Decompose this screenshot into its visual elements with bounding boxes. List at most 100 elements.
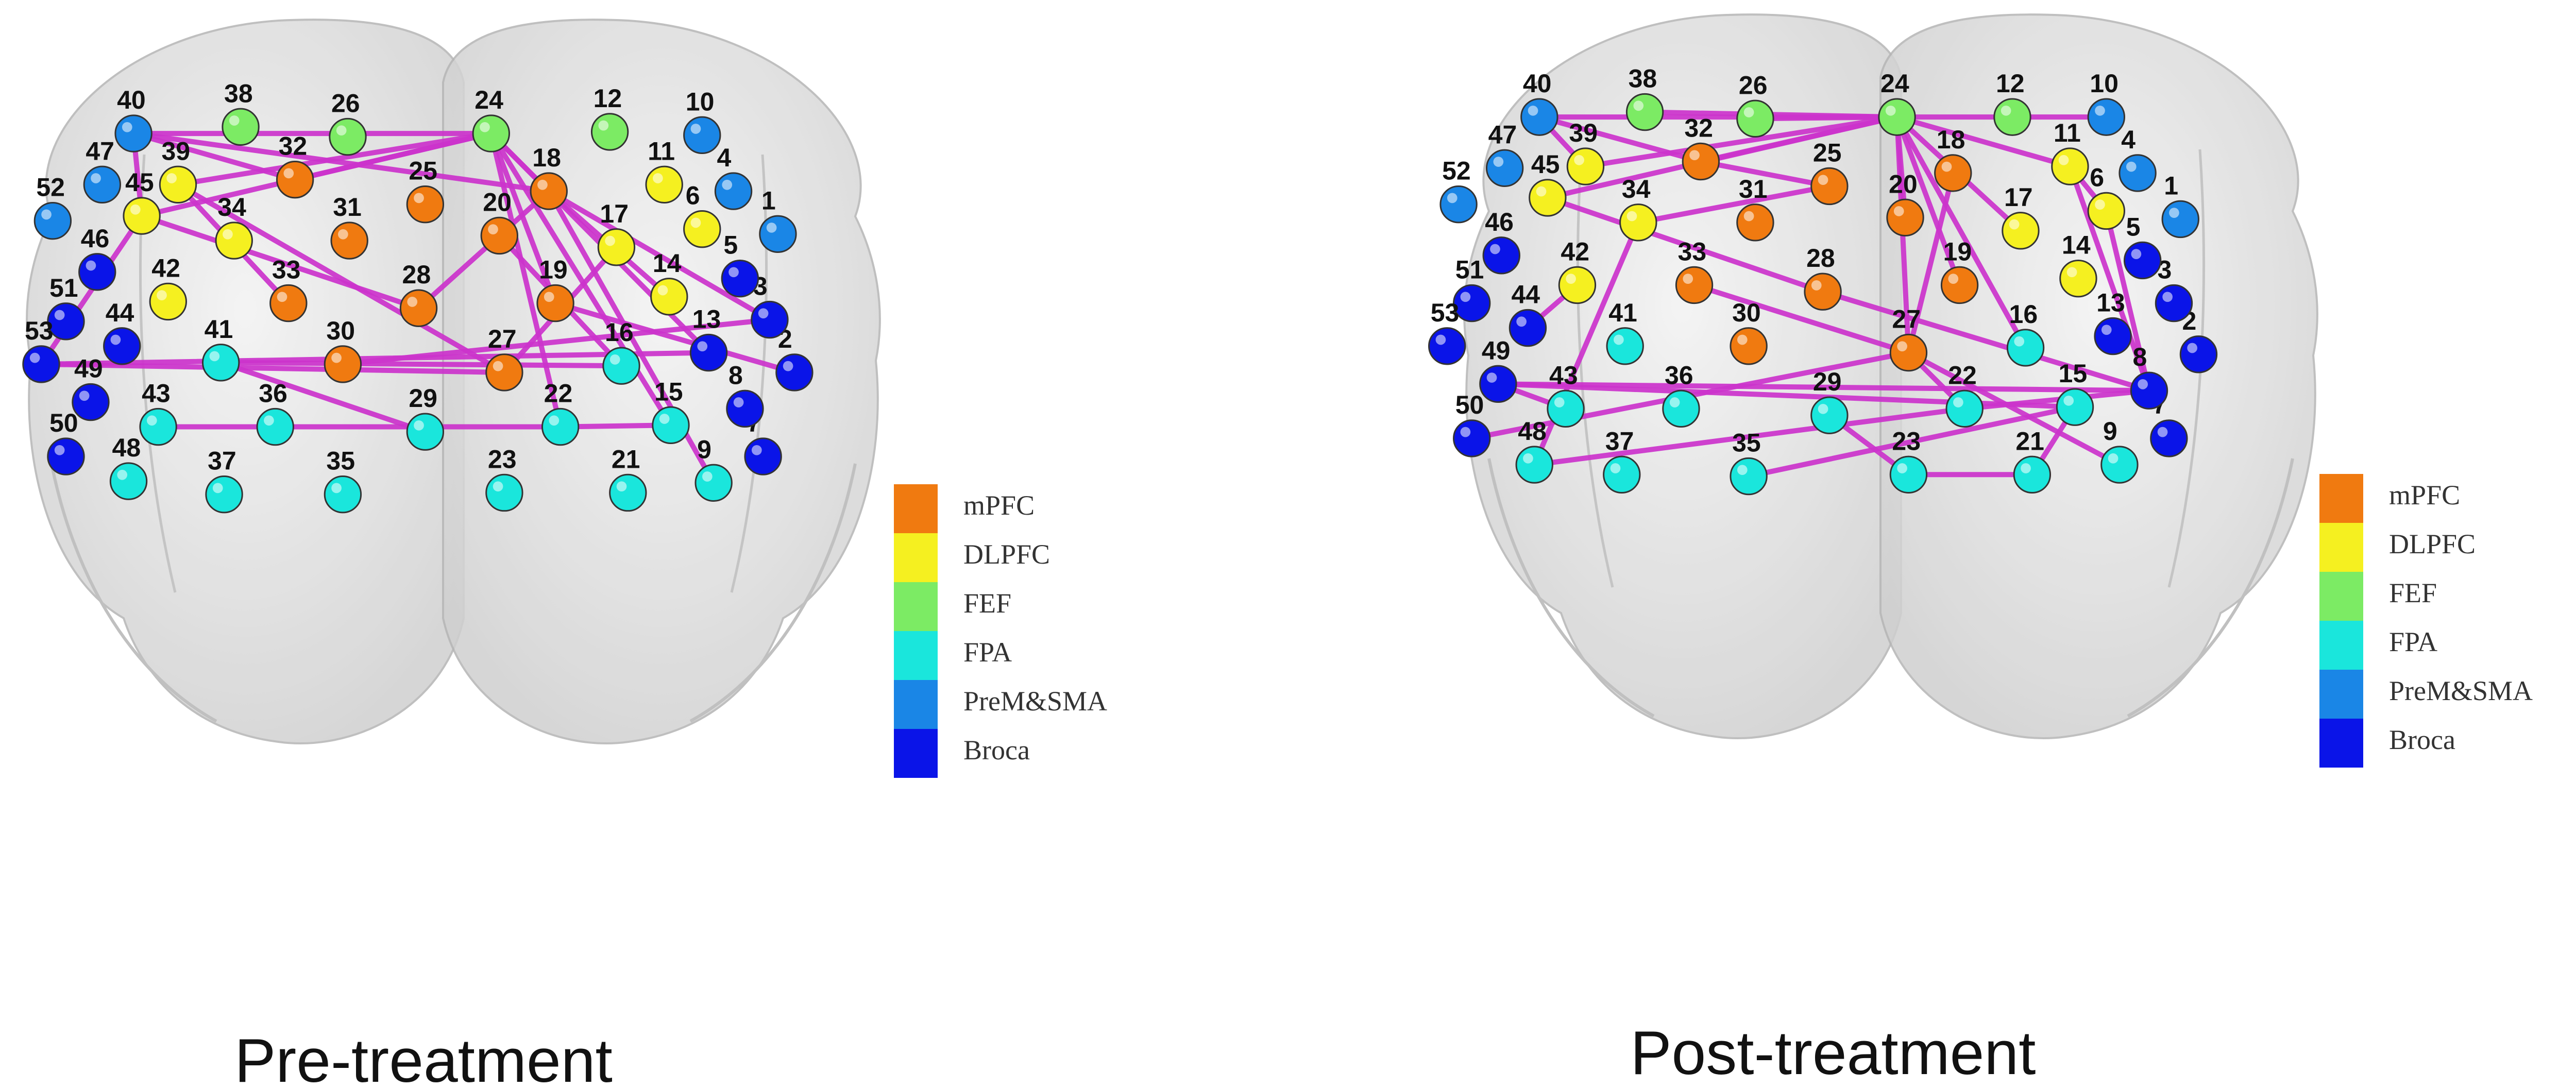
node-marker	[78, 253, 116, 291]
node-label: 35	[1732, 429, 1761, 457]
channel-node-41: 41	[1606, 298, 1644, 365]
node-highlight	[1566, 274, 1576, 284]
node-highlight	[91, 173, 101, 183]
node-highlight	[1689, 150, 1700, 161]
channel-node-50: 50	[47, 409, 85, 475]
channel-node-1: 1	[759, 186, 797, 253]
node-highlight	[1490, 244, 1500, 254]
node-label: 34	[1622, 175, 1651, 203]
node-highlight	[264, 415, 274, 426]
node-highlight	[2108, 453, 2119, 464]
channel-node-28: 28	[399, 260, 438, 327]
channel-node-25: 25	[406, 157, 445, 224]
node-highlight	[2066, 267, 2077, 278]
node-label: 1	[2164, 171, 2178, 200]
node-marker	[1625, 93, 1664, 131]
node-marker	[2100, 446, 2139, 484]
legend-label: PreM&SMA	[2389, 675, 2533, 706]
channel-node-31: 31	[330, 193, 368, 260]
node-highlight	[728, 267, 739, 278]
channel-node-11: 11	[2051, 118, 2089, 185]
node-label: 22	[544, 379, 573, 408]
node-marker	[1993, 98, 2031, 136]
legend-label: Broca	[963, 735, 1030, 766]
node-highlight	[2001, 105, 2011, 116]
node-label: 15	[654, 377, 683, 406]
channel-node-26: 26	[329, 89, 367, 156]
channel-node-24: 24	[1878, 69, 1916, 136]
node-label: 12	[594, 84, 622, 113]
node-highlight	[212, 483, 223, 494]
node-highlight	[41, 209, 52, 220]
node-highlight	[79, 390, 90, 401]
channel-node-31: 31	[1736, 175, 1774, 242]
connection-45-53	[38, 213, 145, 367]
node-label: 23	[1892, 427, 1921, 455]
channel-node-35: 35	[1730, 429, 1768, 496]
node-marker	[652, 406, 690, 445]
node-highlight	[653, 173, 663, 183]
node-label: 13	[692, 305, 721, 334]
node-marker	[751, 300, 789, 339]
connection-24-19	[1894, 114, 1962, 288]
channel-node-26: 26	[1736, 71, 1774, 138]
node-highlight	[2131, 249, 2142, 259]
node-marker	[2179, 335, 2218, 373]
node-label: 11	[2054, 118, 2081, 147]
node-highlight	[117, 469, 128, 480]
channel-node-29: 29	[1810, 367, 1849, 434]
node-label: 48	[112, 433, 141, 462]
node-marker	[744, 437, 782, 475]
node-label: 45	[125, 168, 154, 197]
node-marker	[399, 289, 438, 327]
node-marker	[2056, 388, 2094, 426]
node-label: 29	[1813, 367, 1842, 396]
node-label: 45	[1531, 150, 1560, 179]
channel-node-17: 17	[2002, 183, 2040, 250]
channel-node-33: 33	[1675, 237, 1714, 304]
channel-node-51: 51	[47, 274, 85, 341]
connection-45-24	[139, 131, 494, 219]
connection-28-8	[1820, 289, 2152, 394]
node-label: 24	[1880, 69, 1909, 98]
connection-26-24	[1752, 114, 1900, 122]
connection-45-28	[1545, 195, 1826, 295]
node-highlight	[1610, 463, 1621, 473]
channel-node-20: 20	[480, 188, 518, 255]
node-marker	[694, 464, 733, 502]
node-label: 53	[25, 316, 54, 345]
node-highlight	[1493, 157, 1504, 167]
node-label: 42	[1561, 237, 1589, 266]
node-marker	[721, 259, 759, 298]
channel-node-44: 44	[103, 298, 141, 365]
node-label: 46	[1485, 208, 1514, 236]
node-highlight	[2138, 379, 2148, 389]
channel-node-44: 44	[1509, 280, 1547, 347]
node-highlight	[549, 415, 560, 426]
channel-node-42: 42	[149, 253, 187, 321]
node-marker	[1453, 419, 1491, 457]
channel-node-43: 43	[139, 379, 177, 446]
legend-swatch	[2319, 621, 2363, 670]
channel-node-46: 46	[1482, 208, 1520, 275]
channel-node-34: 34	[1619, 175, 1657, 242]
node-label: 17	[600, 199, 629, 228]
channel-node-8: 8	[726, 361, 764, 428]
connection-48-22	[1532, 406, 1968, 468]
connection-18-3	[546, 189, 772, 322]
node-highlight	[1897, 463, 1907, 473]
node-marker	[1934, 154, 1972, 192]
legend-swatch	[894, 680, 938, 729]
node-label: 31	[333, 193, 362, 222]
node-marker	[2087, 98, 2125, 136]
node-label: 52	[36, 173, 65, 202]
node-marker	[775, 353, 814, 392]
node-highlight	[2063, 395, 2074, 406]
node-label: 14	[653, 249, 682, 278]
node-label: 23	[488, 445, 517, 474]
channel-node-52: 52	[33, 173, 72, 240]
node-marker	[330, 222, 368, 260]
node-marker	[609, 473, 647, 512]
node-highlight	[157, 290, 167, 300]
legend-item: FEF	[894, 582, 1011, 631]
